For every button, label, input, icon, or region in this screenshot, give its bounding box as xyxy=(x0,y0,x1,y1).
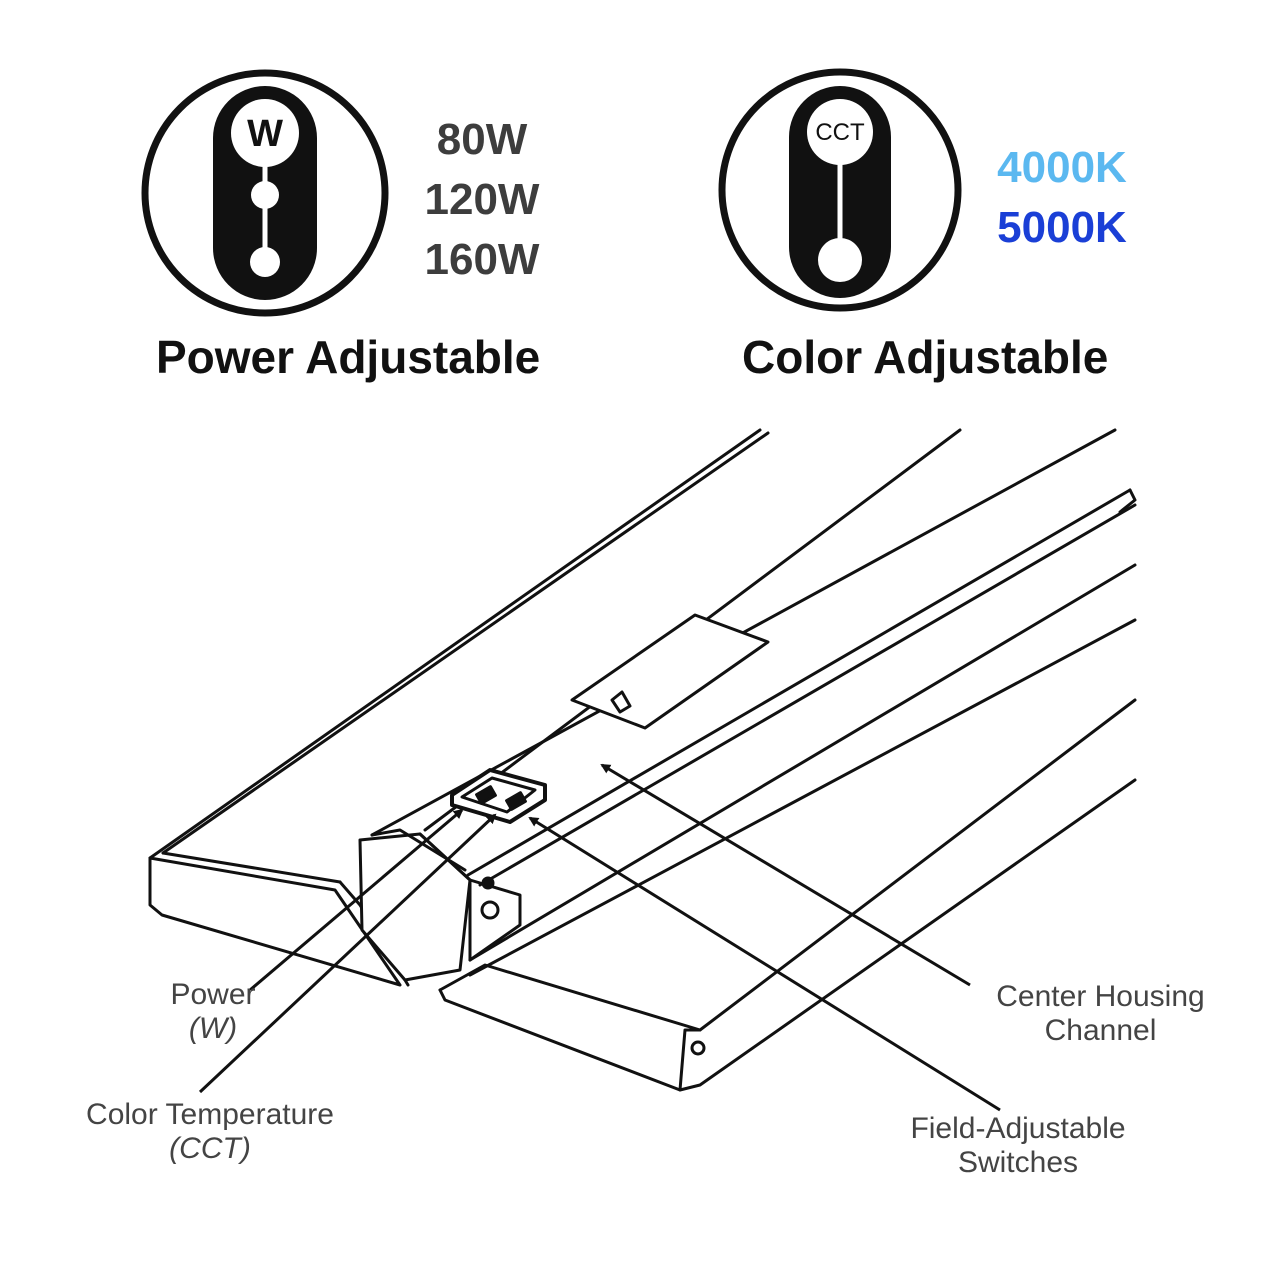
watt-values: 80W 120W 160W xyxy=(412,110,552,290)
leader-power xyxy=(249,808,464,992)
cct-slider-icon: CCT xyxy=(718,68,962,312)
cct-value-2: 5000K xyxy=(997,203,1127,252)
cct-values: 4000K 5000K xyxy=(982,138,1142,258)
watt-value-2: 120W xyxy=(424,175,540,224)
fixture-drawing xyxy=(148,428,1137,1092)
callout-housing: Center Housing Channel xyxy=(978,980,1223,1048)
watt-slider-icon: W xyxy=(141,69,389,317)
callout-power-title: Power xyxy=(170,978,256,1011)
watt-icon-letter: W xyxy=(247,113,283,155)
watt-value-3: 160W xyxy=(424,235,540,284)
callout-power-unit: (W) xyxy=(188,1012,238,1045)
callout-housing-line2: Channel xyxy=(1044,1014,1157,1047)
leader-switches xyxy=(528,816,1001,1112)
watt-value-1: 80W xyxy=(436,115,528,164)
callout-power: Power (W) xyxy=(148,978,278,1046)
color-adjustable-label: Color Adjustable xyxy=(742,331,1109,383)
callout-cct: Color Temperature (CCT) xyxy=(65,1098,355,1166)
leader-cct xyxy=(198,813,497,1094)
callout-switches-line2: Switches xyxy=(957,1146,1079,1179)
callout-switches: Field-Adjustable Switches xyxy=(888,1112,1148,1180)
callout-switches-line1: Field-Adjustable xyxy=(910,1112,1126,1145)
callout-leaders xyxy=(198,763,1001,1112)
cct-icon-letter: CCT xyxy=(815,119,865,146)
callout-housing-line1: Center Housing xyxy=(996,980,1205,1013)
callout-cct-unit: (CCT) xyxy=(169,1132,251,1165)
power-adjustable-label: Power Adjustable xyxy=(156,331,541,383)
callout-cct-title: Color Temperature xyxy=(86,1098,334,1131)
leader-housing xyxy=(600,763,971,987)
cct-value-1: 4000K xyxy=(997,143,1127,192)
